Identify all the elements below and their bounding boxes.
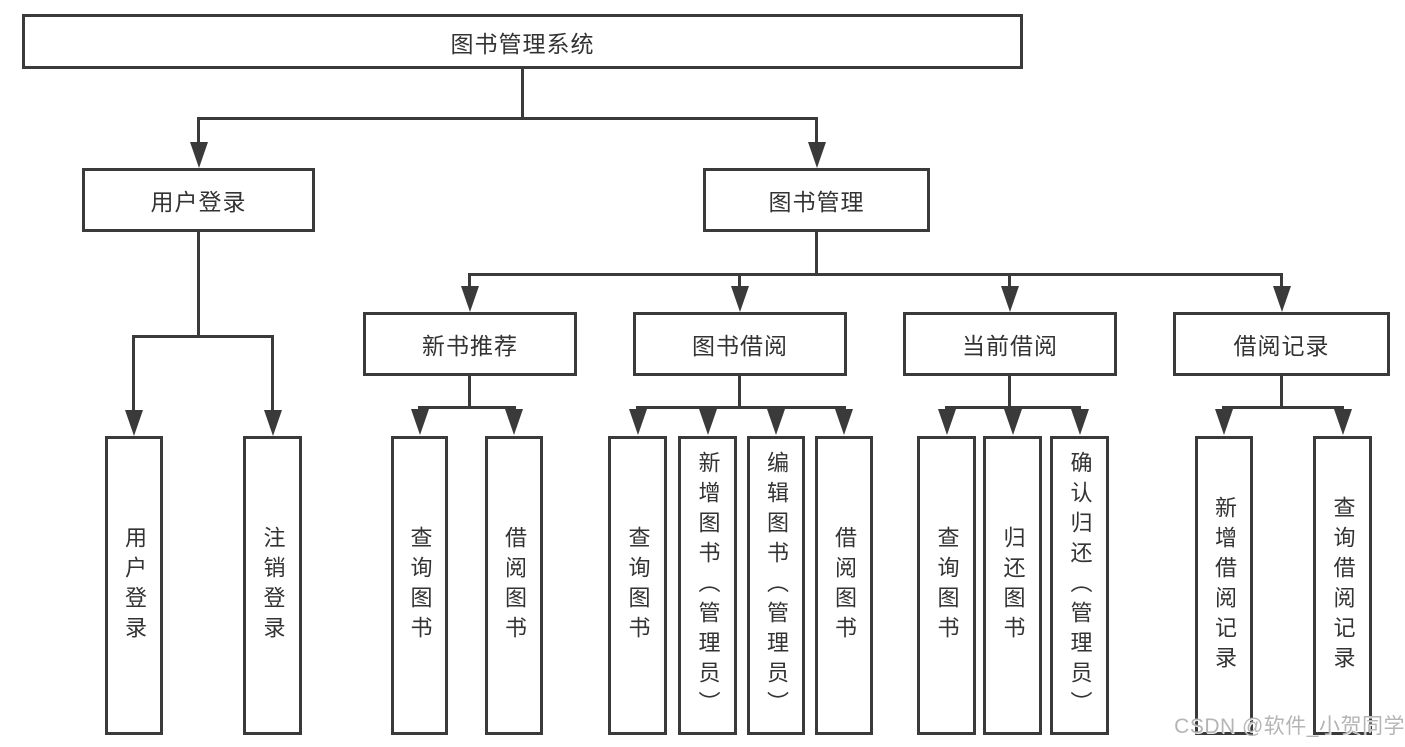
node-leaf-borrow-books: 借阅图书 (815, 436, 873, 735)
node-library-management-system: 图书管理系统 (22, 14, 1023, 69)
arrowhead-module-3-icon (1001, 286, 1019, 312)
arrowhead-login-leaf-icon (125, 410, 143, 436)
arrowhead-book-management-icon (808, 142, 826, 168)
connector-module-3-rail (945, 406, 1081, 409)
arrowhead-leaf-icon (1071, 409, 1089, 435)
connector-module-2-rail (636, 406, 846, 409)
node-leaf-user-login: 用户登录 (105, 436, 163, 735)
node-leaf-edit-book-admin: 编辑图书（管理员） (747, 436, 805, 735)
connector-stem-module-4 (1280, 273, 1283, 288)
node-book-borrowing: 图书借阅 (633, 312, 847, 376)
connector-module-2-drop (738, 376, 741, 406)
connector-stem-user-login (197, 117, 200, 145)
arrowhead-leaf-icon (1004, 409, 1022, 435)
connector-level2-rail (197, 117, 818, 120)
arrowhead-module-2-icon (731, 286, 749, 312)
connector-book-management-drop (815, 232, 818, 273)
node-leaf-logout: 注销登录 (243, 436, 302, 735)
node-current-borrowing: 当前借阅 (903, 312, 1117, 376)
connector-user-login-drop (197, 232, 200, 335)
connector-stem-logout-leaf (271, 335, 274, 412)
arrowhead-module-4-icon (1273, 286, 1291, 312)
connector-module-3-drop (1008, 376, 1011, 406)
node-leaf-borrow-books: 借阅图书 (485, 436, 543, 735)
connector-user-login-rail (132, 335, 274, 338)
arrowhead-leaf-icon (938, 409, 956, 435)
connector-stem-book-management (815, 117, 818, 145)
arrowhead-leaf-icon (1334, 409, 1352, 435)
connector-modules-rail (468, 273, 1283, 276)
arrowhead-logout-leaf-icon (264, 410, 282, 436)
arrowhead-module-1-icon (461, 286, 479, 312)
node-leaf-query-books: 查询图书 (391, 436, 448, 735)
arrowhead-leaf-icon (835, 409, 853, 435)
arrowhead-leaf-icon (411, 409, 429, 435)
connector-stem-module-2 (738, 273, 741, 288)
connector-module-1-rail (418, 406, 516, 409)
node-leaf-add-borrow-record: 新增借阅记录 (1195, 436, 1253, 735)
node-leaf-query-books: 查询图书 (608, 436, 667, 735)
arrowhead-leaf-icon (767, 409, 785, 435)
arrowhead-leaf-icon (505, 409, 523, 435)
connector-stem-module-3 (1008, 273, 1011, 288)
node-borrowing-records: 借阅记录 (1173, 312, 1390, 376)
node-leaf-confirm-return-admin: 确认归还（管理员） (1050, 436, 1109, 735)
arrowhead-user-login-icon (190, 142, 208, 168)
connector-root-drop (521, 69, 524, 117)
connector-stem-module-1 (468, 273, 471, 288)
connector-module-4-rail (1222, 406, 1344, 409)
arrowhead-leaf-icon (699, 409, 717, 435)
arrowhead-leaf-icon (629, 409, 647, 435)
node-leaf-add-book-admin: 新增图书（管理员） (678, 436, 737, 735)
connector-module-4-drop (1280, 376, 1283, 406)
node-book-management: 图书管理 (703, 168, 930, 232)
node-user-login: 用户登录 (82, 168, 315, 232)
node-leaf-return-books: 归还图书 (983, 436, 1042, 735)
node-leaf-query-borrow-record: 查询借阅记录 (1313, 436, 1372, 735)
connector-stem-login-leaf (132, 335, 135, 412)
node-leaf-query-books: 查询图书 (917, 436, 976, 735)
arrowhead-leaf-icon (1215, 409, 1233, 435)
node-new-book-recommendation: 新书推荐 (363, 312, 577, 376)
csdn-watermark: CSDN @软件_小贺同学 (1174, 715, 1405, 738)
connector-module-1-drop (468, 376, 471, 406)
